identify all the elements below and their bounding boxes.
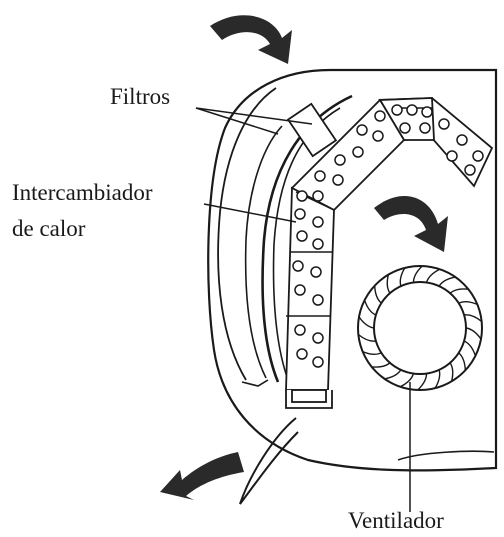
front-grille-inner-cap xyxy=(241,379,269,387)
front-grille-outer xyxy=(217,87,277,381)
outlet-louver xyxy=(239,417,299,505)
fan-blade xyxy=(434,369,441,389)
fan-blades xyxy=(357,265,483,391)
fan-blade xyxy=(384,369,402,380)
fan-blade xyxy=(357,333,377,342)
label-fan: Ventilador xyxy=(348,508,444,533)
fan-blade xyxy=(463,340,477,357)
fan-blade xyxy=(449,288,469,294)
fan-blade xyxy=(399,267,406,287)
fan-blade xyxy=(363,299,377,316)
fan-blade xyxy=(449,362,454,382)
fan-blade xyxy=(374,285,382,304)
label-heat-exchanger-line2: de calor xyxy=(12,216,86,241)
fan-blade xyxy=(412,265,423,283)
fan-blade xyxy=(458,300,478,306)
fan-blade xyxy=(362,350,382,356)
front-grille-inner xyxy=(244,125,283,379)
leader-lines xyxy=(195,107,411,512)
label-filters: Filtros xyxy=(110,84,170,109)
cross-flow-fan xyxy=(357,265,483,391)
airflow-in-arrow-icon xyxy=(210,15,292,64)
filter-element xyxy=(286,102,338,158)
coil-tubes xyxy=(292,104,484,368)
airflow-internal-arrow-icon xyxy=(374,196,448,252)
fan-blade xyxy=(386,274,391,294)
fan-blade xyxy=(463,314,483,323)
airflow-out-arrow-icon xyxy=(160,452,244,500)
label-heat-exchanger-line1: Intercambiador xyxy=(12,180,153,205)
fan-blade xyxy=(458,352,466,371)
fan-blade xyxy=(371,362,391,368)
fan-blade xyxy=(465,327,482,340)
drain-tray xyxy=(285,389,333,409)
fan-blade xyxy=(399,373,415,388)
fan-blade xyxy=(438,276,456,287)
unit-housing xyxy=(207,68,498,472)
fan-blade xyxy=(417,373,428,391)
housing-bottom-detail xyxy=(397,450,495,461)
fan-inner-ring xyxy=(373,281,467,375)
fan-blade xyxy=(425,268,441,283)
fan-blade xyxy=(358,316,375,329)
